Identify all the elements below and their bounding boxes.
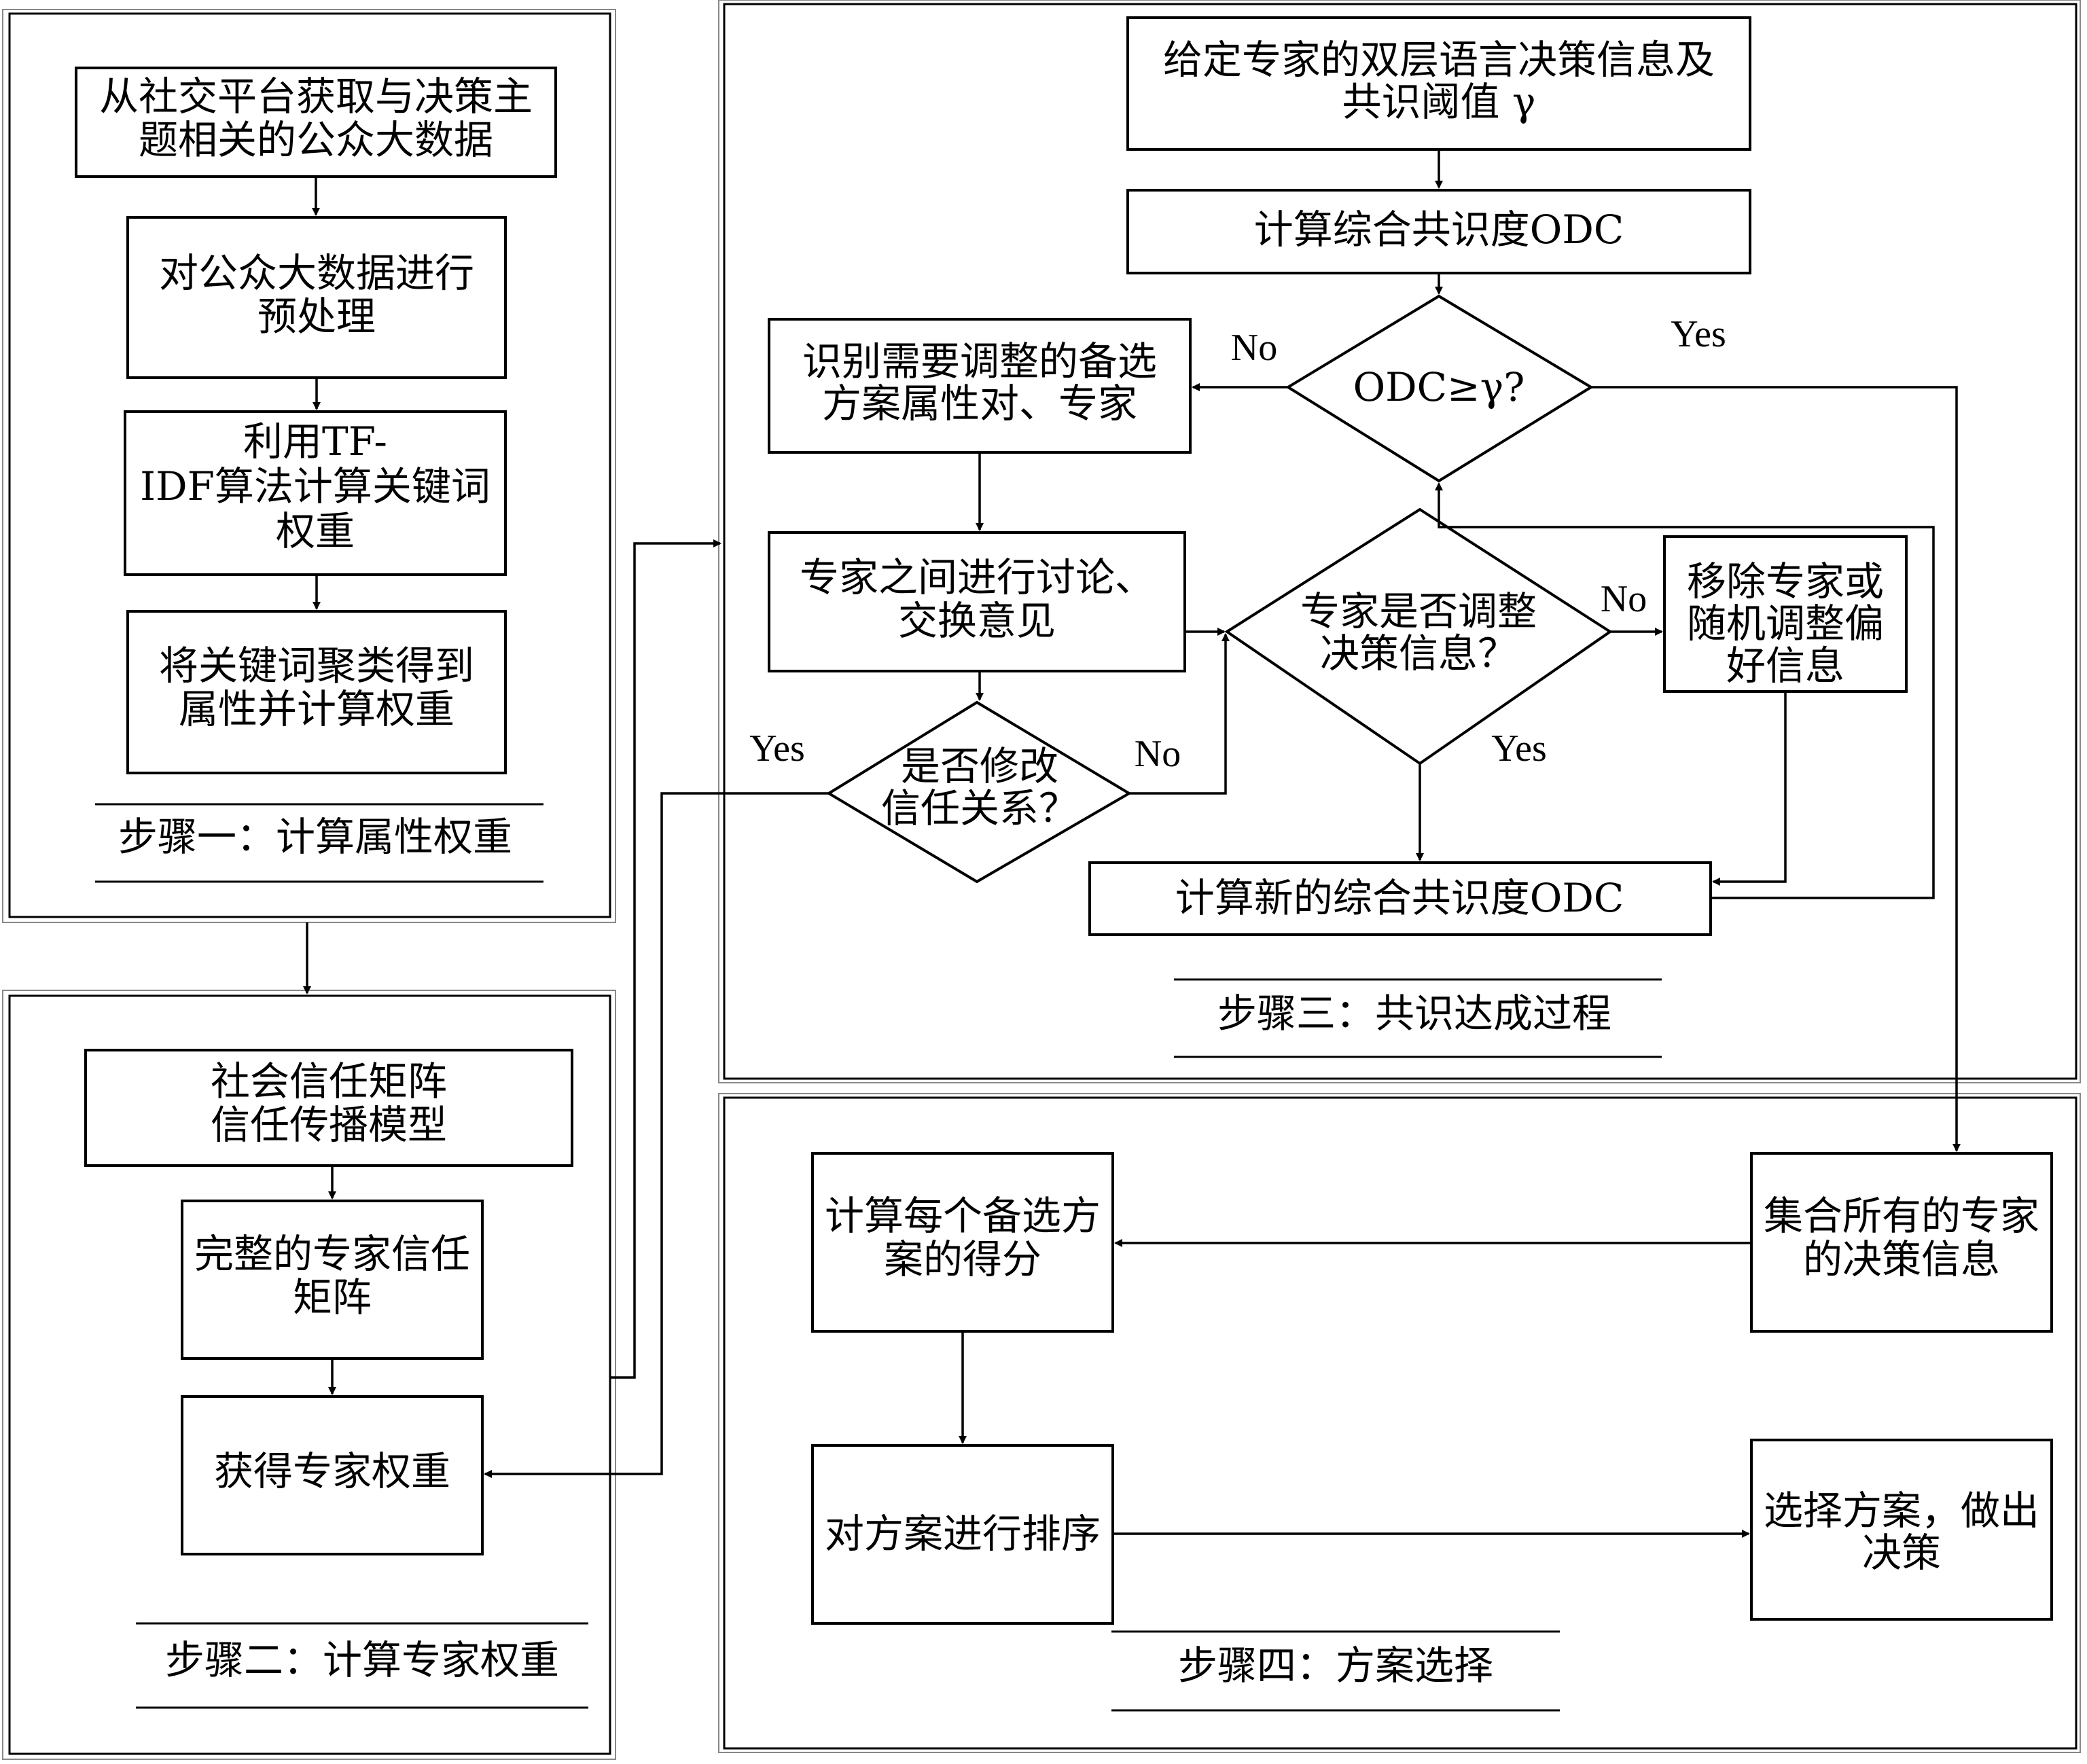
step2-box-trust-model: 社会信任矩阵信任传播模型: [84, 1049, 573, 1167]
svg-text:步骤四：方案选择: 步骤四：方案选择: [1178, 1642, 1493, 1689]
step4-box-aggregate: 集合所有的专家的决策信息: [1750, 1152, 2053, 1333]
step3-box-remove-expert: 移除专家或随机调整偏好信息: [1663, 535, 1908, 693]
svg-text:对方案进行排序: 对方案进行排序: [825, 1511, 1101, 1557]
svg-text:选择方案，做出决策: 选择方案，做出决策: [1764, 1488, 2039, 1576]
svg-text:计算新的综合共识度ODC: 计算新的综合共识度ODC: [1175, 875, 1624, 921]
step4-box-select: 选择方案，做出决策: [1750, 1439, 2053, 1621]
step2-caption: 步骤二：计算专家权重: [136, 1622, 588, 1709]
step4-box-score: 计算每个备选方案的得分: [811, 1152, 1114, 1333]
svg-text:计算综合共识度ODC: 计算综合共识度ODC: [1254, 206, 1624, 253]
svg-text:步骤二：计算专家权重: 步骤二：计算专家权重: [165, 1637, 559, 1683]
label-adjust-no: No: [1601, 578, 1647, 620]
svg-text:社会信任矩阵信任传播模型: 社会信任矩阵信任传播模型: [211, 1058, 447, 1148]
step2-box-trust-matrix: 完整的专家信任矩阵: [181, 1200, 484, 1360]
svg-text:ODC≥γ?: ODC≥γ?: [1353, 364, 1525, 410]
step1-frame: [2, 9, 616, 923]
step1-caption: 步骤一：计算属性权重: [95, 803, 543, 883]
step3-box-compute-odc: 计算综合共识度ODC: [1126, 189, 1751, 274]
arrow-trust-no-to-adjust: [1129, 633, 1230, 795]
step4-frame: [718, 1093, 2081, 1753]
svg-text:获得专家权重: 获得专家权重: [214, 1448, 450, 1494]
step1-box-preprocess: 对公众大数据进行预处理: [126, 216, 507, 379]
svg-text:完整的专家信任矩阵: 完整的专家信任矩阵: [194, 1231, 470, 1320]
step3-box-compute-new-odc: 计算新的综合共识度ODC: [1088, 861, 1712, 936]
arrow-remove-to-new-odc: [1712, 691, 1787, 886]
step4-caption: 步骤四：方案选择: [1111, 1630, 1560, 1712]
step3-decision-odc: ODC≥γ?: [1285, 294, 1594, 483]
step3-decision-adjust: 专家是否调整决策信息？: [1224, 507, 1613, 766]
svg-text:计算每个备选方案的得分: 计算每个备选方案的得分: [825, 1193, 1101, 1282]
svg-text:专家是否调整决策信息？: 专家是否调整决策信息？: [1300, 588, 1537, 677]
svg-text:是否修改信任关系？: 是否修改信任关系？: [881, 743, 1078, 831]
step3-caption: 步骤三：共识达成过程: [1174, 978, 1662, 1058]
svg-text:移除专家或随机调整偏好信息: 移除专家或随机调整偏好信息: [1687, 558, 1884, 689]
step3-box-identify: 识别需要调整的备选方案属性对、专家: [768, 318, 1192, 454]
svg-text:步骤三：共识达成过程: 步骤三：共识达成过程: [1217, 990, 1611, 1037]
step3-box-given-info: 给定专家的双层语言决策信息及共识阈值 γ: [1126, 16, 1751, 151]
step3-box-discuss: 专家之间进行讨论、交换意见: [768, 531, 1186, 672]
svg-text:从社交平台获取与决策主题相关的公众大数据: 从社交平台获取与决策主题相关的公众大数据: [99, 73, 533, 163]
svg-text:识别需要调整的备选方案属性对、专家: 识别需要调整的备选方案属性对、专家: [802, 338, 1157, 427]
step1-box-tfidf: 利用TF-IDF算法计算关键词权重: [124, 410, 507, 576]
label-odc-no: No: [1231, 327, 1277, 369]
svg-text:步骤一：计算属性权重: 步骤一：计算属性权重: [118, 814, 512, 860]
svg-text:对公众大数据进行预处理: 对公众大数据进行预处理: [159, 250, 474, 340]
step1-box-collect-data: 从社交平台获取与决策主题相关的公众大数据: [75, 67, 557, 178]
arrow-step2-to-step3: [610, 539, 721, 1379]
step3-decision-trust: 是否修改信任关系？: [826, 700, 1132, 884]
step2-box-expert-weight: 获得专家权重: [181, 1395, 484, 1555]
svg-text:集合所有的专家的决策信息: 集合所有的专家的决策信息: [1764, 1193, 2039, 1282]
label-trust-no: No: [1135, 733, 1181, 775]
step1-box-cluster: 将关键词聚类得到属性并计算权重: [126, 610, 507, 774]
label-trust-yes: Yes: [749, 727, 804, 770]
step4-box-rank: 对方案进行排序: [811, 1444, 1114, 1625]
arrow-trust-yes-to-expert-weight: [484, 792, 829, 1478]
svg-text:给定专家的双层语言决策信息及共识阈值 γ: 给定专家的双层语言决策信息及共识阈值 γ: [1163, 37, 1715, 125]
svg-text:将关键词聚类得到属性并计算权重: 将关键词聚类得到属性并计算权重: [159, 643, 474, 732]
label-odc-yes: Yes: [1671, 313, 1726, 355]
arrow-decision-yes-to-aggregate: [1591, 386, 1961, 1152]
arrow-new-odc-loop-to-decision: [1435, 482, 1935, 899]
label-adjust-yes: Yes: [1491, 727, 1546, 770]
svg-text:专家之间进行讨论、交换意见: 专家之间进行讨论、交换意见: [800, 554, 1154, 644]
svg-text:利用TF-IDF算法计算关键词权重: 利用TF-IDF算法计算关键词权重: [140, 418, 490, 554]
